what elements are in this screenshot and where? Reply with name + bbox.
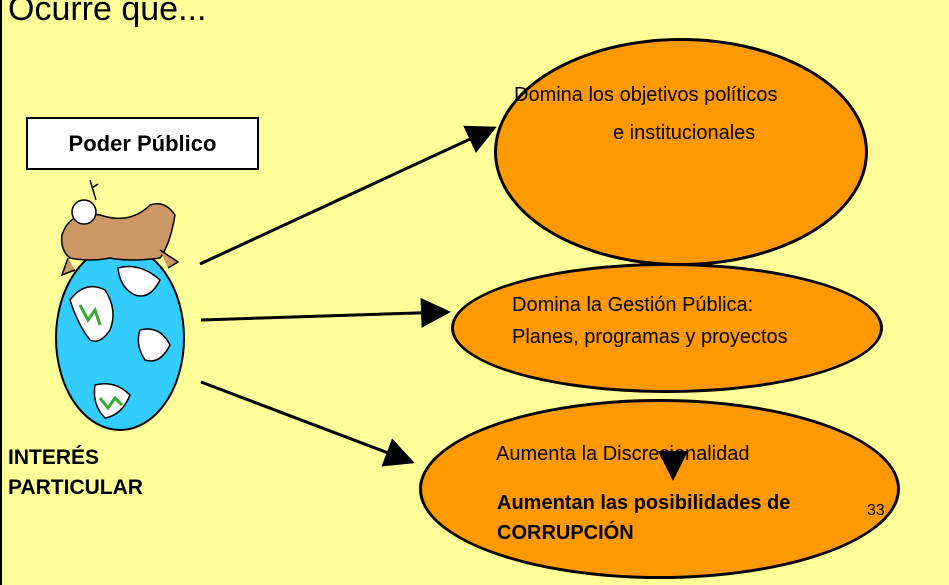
- interest-label-line2: PARTICULAR: [8, 476, 143, 499]
- page-number: 33: [867, 502, 885, 519]
- slide-title: Ocurre que...: [8, 0, 207, 28]
- ellipse1-line2: e institucionales: [613, 122, 756, 144]
- left-rule: [0, 0, 2, 585]
- ellipse1-line1: Domina los objetivos políticos: [514, 84, 778, 106]
- interest-label: INTERÉS PARTICULAR: [8, 443, 143, 503]
- ellipse-corruption: [419, 399, 900, 579]
- ellipse-public-management: [451, 263, 883, 393]
- arrow-to-discretion: [200, 380, 415, 467]
- arrow-to-political-objectives: [199, 125, 497, 266]
- ellipse2-line2: Planes, programas y proyectos: [512, 326, 788, 348]
- ellipse3-bold-line1: Aumentan las posibilidades de: [497, 492, 791, 514]
- poder-publico-box: Poder Público: [26, 117, 259, 170]
- ellipse3-line1: Aumenta la Discrecionalidad: [496, 443, 750, 465]
- globe-with-reclining-person-icon: [55, 179, 185, 431]
- interest-label-line1: INTERÉS: [8, 446, 100, 469]
- arrow-to-public-management: [200, 297, 451, 328]
- ellipse2-line1: Domina la Gestión Pública:: [512, 294, 754, 316]
- ellipse3-bold-line2: CORRUPCIÓN: [497, 522, 634, 544]
